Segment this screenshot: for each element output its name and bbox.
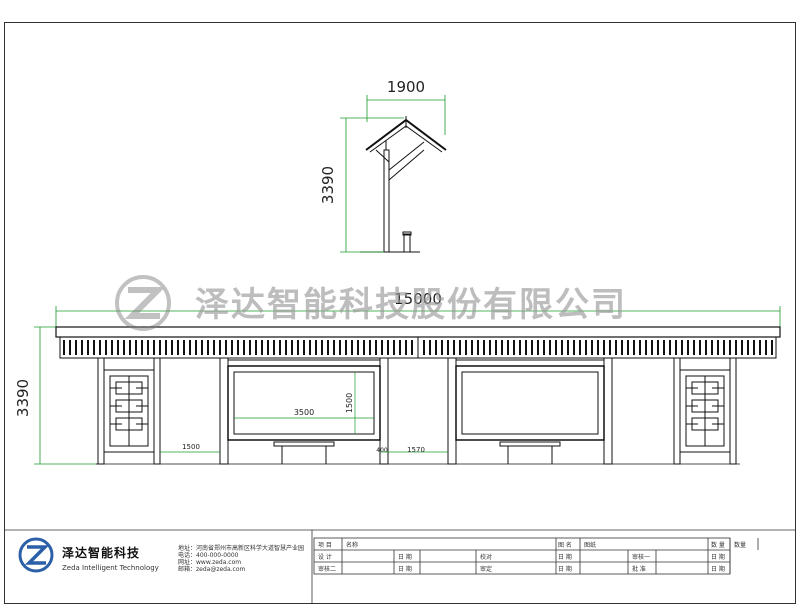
front-height-dimension [34, 326, 98, 465]
right-lattice-column [673, 357, 737, 465]
side-view-height-dimension [340, 117, 404, 253]
small-dim-label: 400 [376, 447, 388, 454]
tb-date3: 日 期 [711, 553, 725, 561]
tb-design: 设 计 [318, 553, 332, 561]
front-width-label: 15000 [394, 290, 442, 308]
left-lattice-column [97, 357, 161, 465]
tb-date2: 日 期 [558, 553, 572, 561]
address-line-4: 邮箱：zeda@zeda.com [178, 565, 246, 573]
tb-approve2: 批 准 [632, 565, 646, 573]
tb-date5: 日 期 [558, 565, 572, 573]
address-line-1: 地址：河南省郑州市高新区科学大道智慧产业园 [178, 544, 304, 552]
side-view [360, 116, 447, 253]
display-panel-left [227, 359, 381, 441]
tb-date1: 日 期 [398, 553, 412, 561]
tb-date6: 日 期 [711, 565, 725, 573]
logo-en-name: Zeda Intelligent Technology [62, 564, 159, 572]
bench-right [499, 441, 561, 464]
title-block [4, 529, 796, 604]
roof-beam [55, 326, 781, 359]
tb-drawing-value: 图纸 [584, 541, 596, 549]
tb-check: 校对 [480, 553, 492, 561]
side-height-label: 3390 [319, 166, 337, 204]
front-height-label: 3390 [14, 379, 32, 417]
tb-date4: 日 期 [398, 565, 412, 573]
tb-quantity-value: 数量 [734, 541, 746, 549]
address-line-3: 网址：www.zeda.com [178, 558, 241, 566]
tb-project: 项 目 [318, 542, 332, 549]
panel-width-label: 3500 [294, 408, 314, 417]
watermark-logo-icon [115, 275, 171, 331]
display-panel-right [455, 359, 605, 441]
panel-height-label: 1500 [345, 393, 354, 413]
company-logo-icon [18, 537, 54, 573]
bench-left [273, 441, 335, 464]
panel-dimensions [160, 372, 448, 453]
side-view-width-dimension [366, 95, 446, 135]
side-width-label: 1900 [387, 78, 425, 96]
drawing-frame [4, 22, 796, 604]
tb-review2: 审核二 [318, 565, 336, 573]
roof-slats [63, 340, 773, 355]
tb-approve: 审定 [480, 565, 492, 573]
tb-drawing-name: 图 名 [558, 541, 572, 549]
front-total-width-dimension [55, 306, 781, 330]
watermark-company-name: 泽达智能科技股份有限公司 [195, 285, 627, 325]
right-bay-label: 1570 [407, 446, 425, 454]
tb-review1: 审核一 [632, 553, 650, 561]
left-bay-label: 1500 [182, 443, 200, 451]
address-line-2: 电话：400-000-0000 [178, 551, 239, 559]
tb-quantity: 数 量 [711, 541, 725, 549]
logo-cn-name: 泽达智能科技 [62, 545, 140, 560]
tb-name: 名称 [346, 541, 358, 549]
